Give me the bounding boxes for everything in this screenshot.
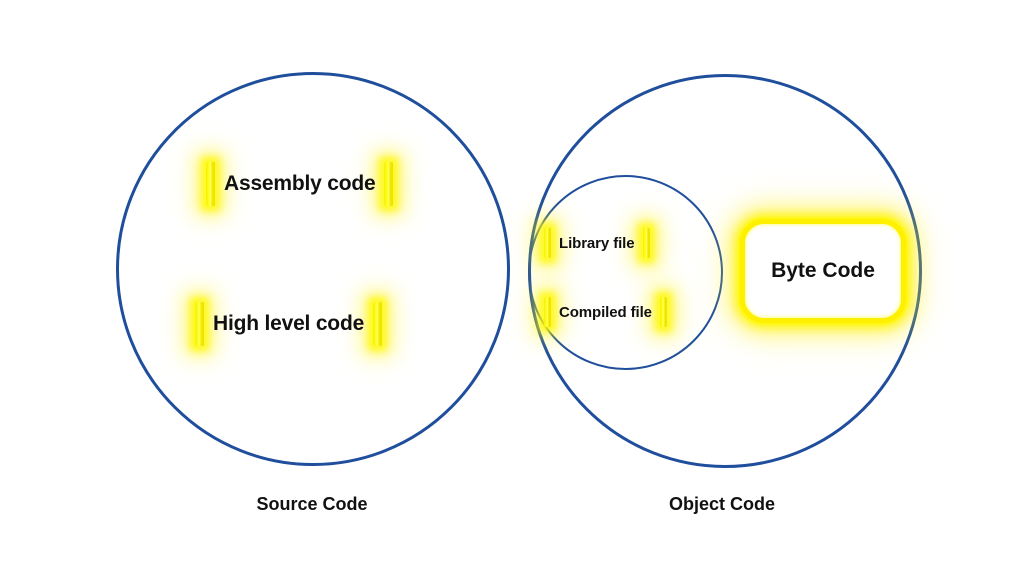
label-compiled-file-text: Compiled file: [559, 303, 652, 321]
highlight-bar-right: [373, 302, 383, 346]
highlight-bar-right: [659, 297, 667, 327]
label-library-file-text: Library file: [559, 234, 635, 252]
label-assembly-code-text: Assembly code: [224, 172, 376, 195]
source-code-circle: [116, 72, 510, 466]
byte-code-box: Byte Code: [740, 219, 906, 323]
object-code-caption: Object Code: [668, 494, 775, 514]
highlight-bar-left: [544, 228, 551, 258]
label-library-file: Library file: [544, 228, 650, 258]
highlight-bar-right: [384, 162, 394, 206]
highlight-bar-right: [642, 228, 650, 258]
byte-code-label: Byte Code: [771, 259, 875, 282]
label-high-level-code-text: High level code: [213, 312, 365, 335]
label-compiled-file: Compiled file: [544, 297, 667, 327]
highlight-bar-left: [195, 302, 204, 346]
label-high-level-code: High level code: [195, 302, 383, 346]
highlight-bar-left: [206, 162, 215, 206]
highlight-bar-left: [544, 297, 551, 327]
object-code-inner-circle: [528, 175, 723, 370]
label-assembly-code: Assembly code: [206, 162, 394, 206]
source-code-caption: Source Code: [256, 494, 368, 514]
